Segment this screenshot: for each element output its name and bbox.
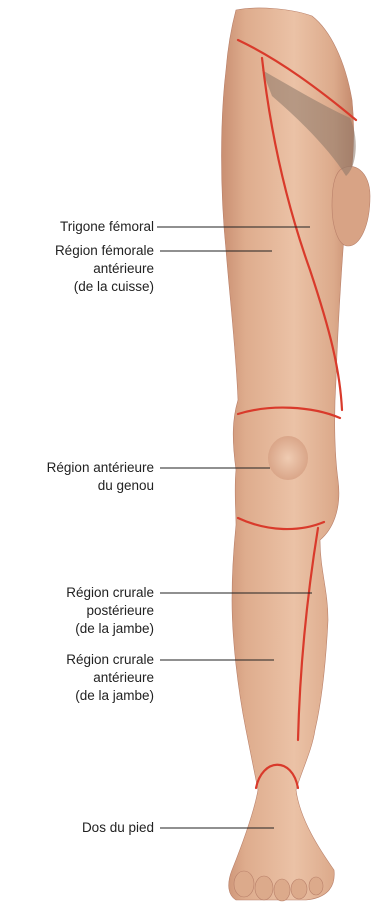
patella-shape <box>268 436 308 480</box>
label-region-anterieure-genou: Région antérieure du genou <box>47 459 154 495</box>
label-region-crurale-posterieure: Région crurale postérieure (de la jambe) <box>66 584 154 638</box>
label-line: antérieure <box>66 669 154 687</box>
label-line: (de la cuisse) <box>55 278 154 296</box>
label-region-crurale-anterieure: Région crurale antérieure (de la jambe) <box>66 651 154 705</box>
label-line: Trigone fémoral <box>60 218 154 236</box>
label-line: Région antérieure <box>47 459 154 477</box>
label-dos-du-pied: Dos du pied <box>82 819 154 837</box>
label-line: Région crurale <box>66 651 154 669</box>
label-line: (de la jambe) <box>66 687 154 705</box>
label-trigone-femoral: Trigone fémoral <box>60 218 154 236</box>
label-line: du genou <box>47 477 154 495</box>
label-line: postérieure <box>66 602 154 620</box>
genital-shape <box>332 166 370 246</box>
label-line: Région crurale <box>66 584 154 602</box>
label-line: (de la jambe) <box>66 620 154 638</box>
label-line: antérieure <box>55 260 154 278</box>
label-line: Dos du pied <box>82 819 154 837</box>
label-line: Région fémorale <box>55 242 154 260</box>
label-region-femorale-anterieure: Région fémorale antérieure (de la cuisse… <box>55 242 154 296</box>
